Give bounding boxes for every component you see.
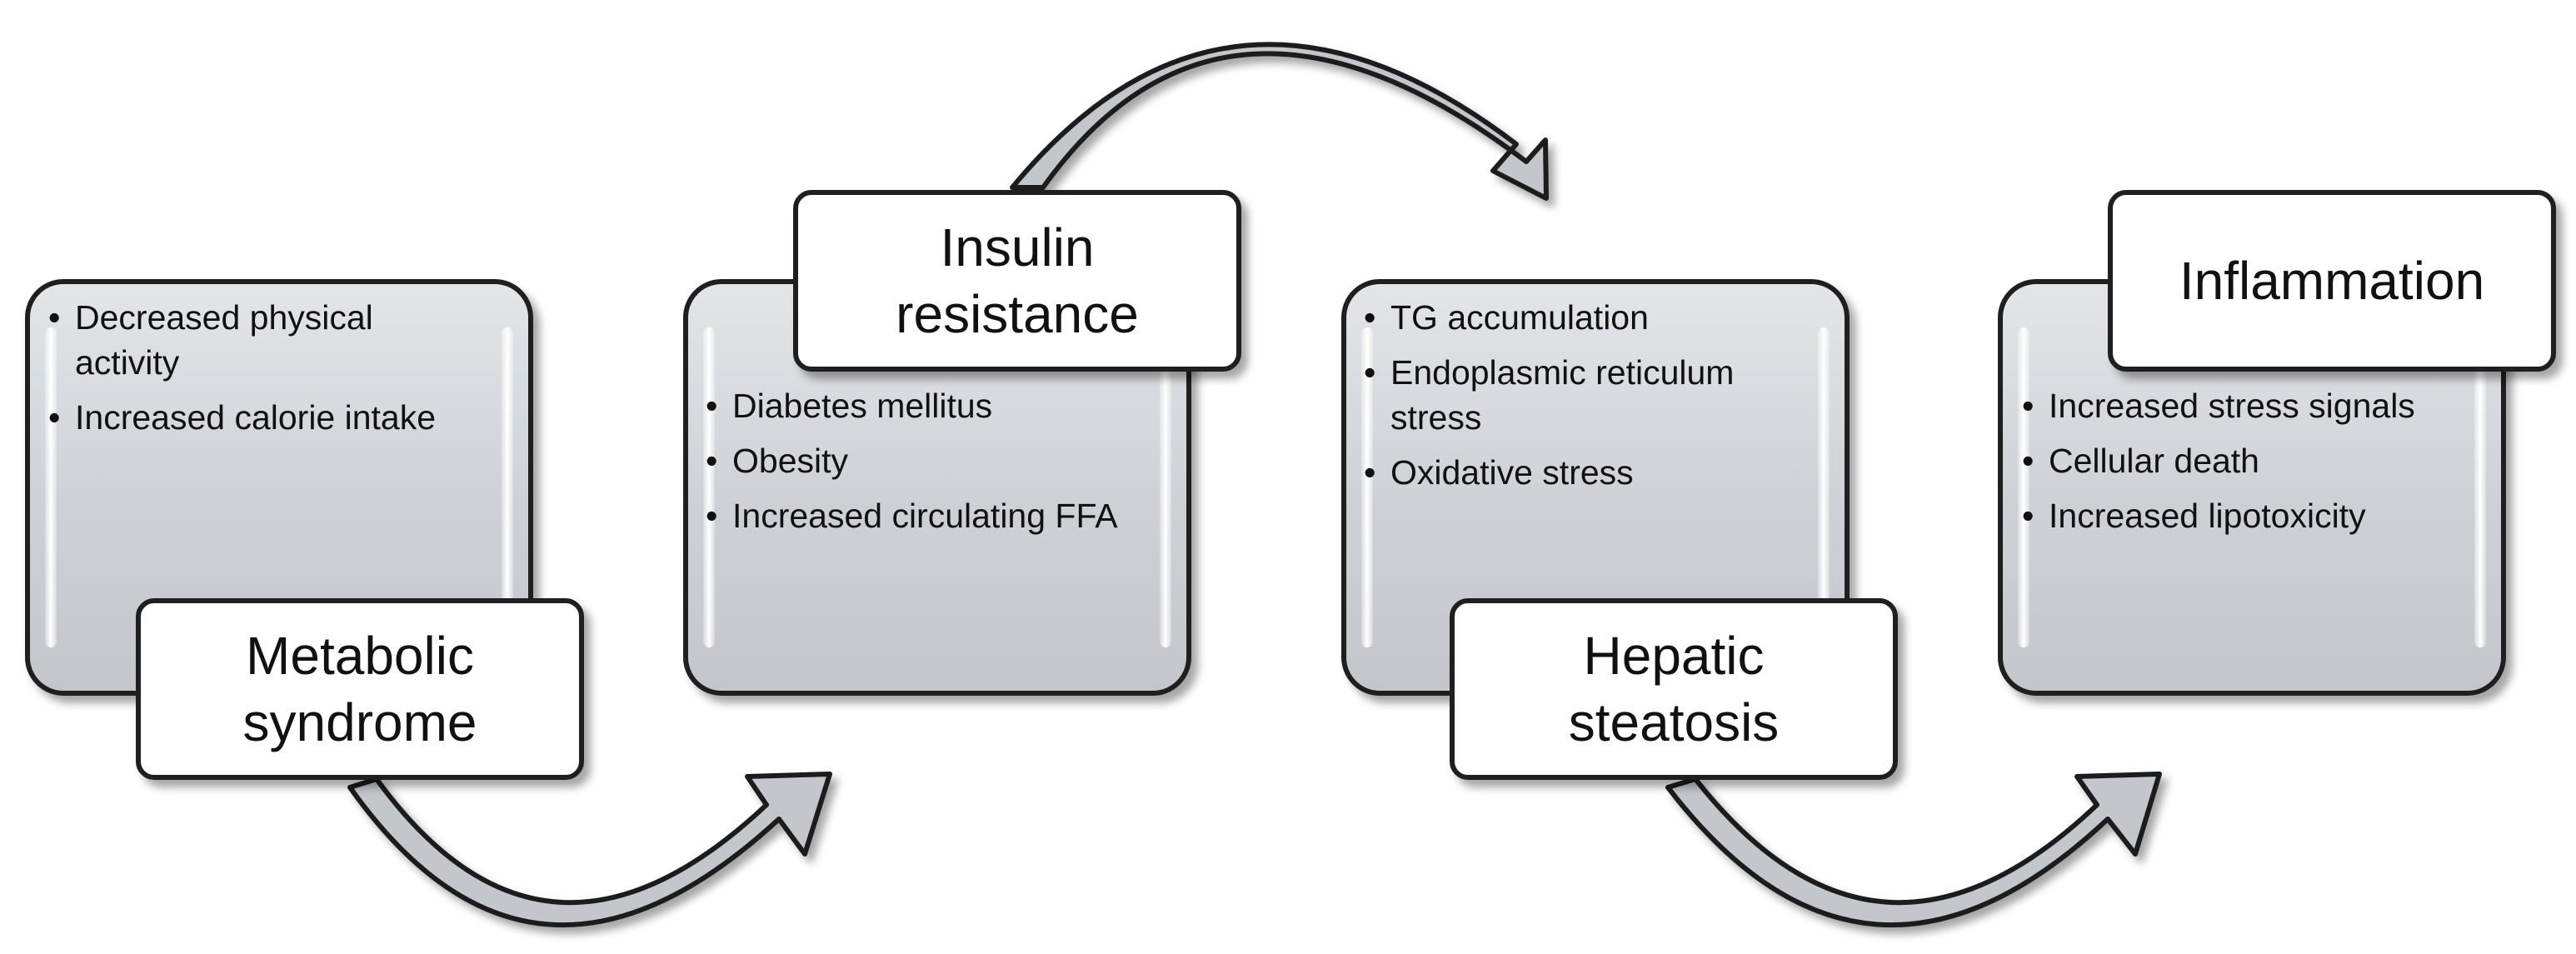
panel-highlight [502, 327, 513, 647]
list-item: Obesity [704, 438, 1171, 483]
insulin-resistance-factors: Diabetes mellitus Obesity Increased circ… [704, 383, 1171, 548]
inflammation-label: Inflammation [2108, 190, 2556, 372]
metabolic-syndrome-label: Metabolic syndrome [136, 598, 584, 780]
list-item: Endoplasmic reticulum stress [1362, 350, 1812, 440]
list-item: Increased stress signals [2020, 383, 2504, 428]
hepatic-steatosis-label: Hepatic steatosis [1450, 598, 1898, 780]
list-item: Decreased physical activity [47, 295, 480, 385]
list-item: Increased circulating FFA [704, 493, 1171, 538]
list-item: Diabetes mellitus [704, 383, 1171, 428]
arrow-3-icon [1665, 772, 2162, 928]
arrow-1-icon [347, 772, 832, 928]
list-item: Oxidative stress [1362, 450, 1812, 495]
arrow-2-icon [1010, 42, 1549, 201]
insulin-resistance-label: Insulin resistance [793, 190, 1241, 372]
list-item: Increased lipotoxicity [2020, 493, 2504, 538]
panel-highlight [1818, 327, 1830, 647]
list-item: Cellular death [2020, 438, 2504, 483]
list-item: Increased calorie intake [47, 395, 480, 440]
hepatic-steatosis-factors: TG accumulation Endoplasmic reticulum st… [1362, 295, 1812, 505]
metabolic-syndrome-factors: Decreased physical activity Increased ca… [47, 295, 480, 450]
list-item: TG accumulation [1362, 295, 1812, 340]
inflammation-factors: Increased stress signals Cellular death … [2020, 383, 2504, 548]
